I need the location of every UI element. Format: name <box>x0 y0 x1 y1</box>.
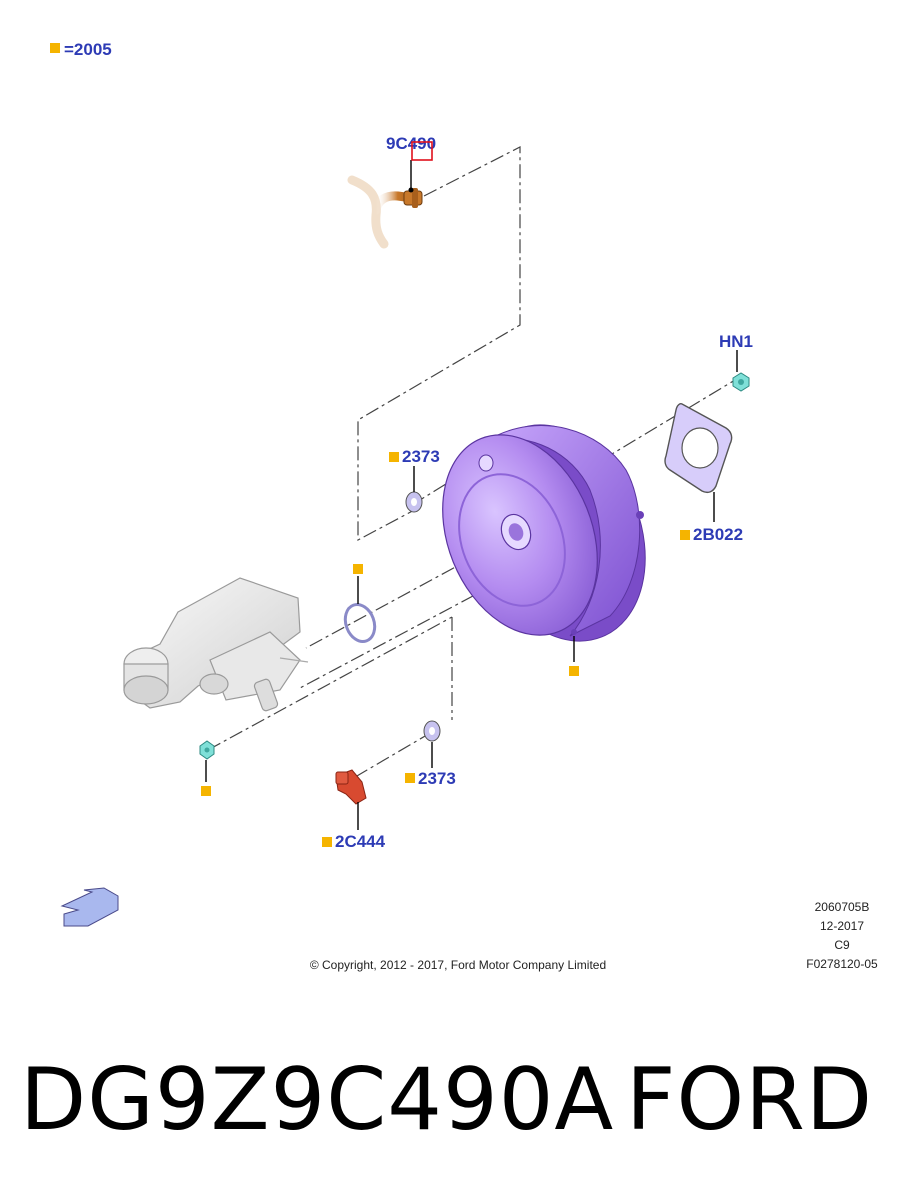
legend: =2005 <box>50 40 112 59</box>
marker-2c444 <box>322 837 332 847</box>
washer-lower-part[interactable] <box>423 720 441 742</box>
master-cylinder-part[interactable] <box>123 577 309 712</box>
drawing-figure: F0278120-05 <box>806 957 878 971</box>
drawing-ref: 2060705B <box>815 900 870 914</box>
gasket-part[interactable] <box>664 403 733 494</box>
callout-hn1[interactable]: HN1 <box>719 332 753 351</box>
nut-lower-part[interactable] <box>199 740 215 760</box>
nut-hn1-part[interactable] <box>732 372 750 392</box>
drawing-code: C9 <box>834 938 850 952</box>
front-direction-arrow-icon <box>60 887 119 927</box>
copyright-text: © Copyright, 2012 - 2017, Ford Motor Com… <box>310 958 606 972</box>
sensor-part[interactable] <box>335 769 367 805</box>
washer-upper-part[interactable] <box>405 491 423 513</box>
callout-9c490[interactable]: 9C490 <box>386 134 436 153</box>
callout-2b022[interactable]: 2B022 <box>693 525 743 544</box>
legend-text: =2005 <box>64 40 112 59</box>
leader-dot-9c490 <box>408 187 414 193</box>
callout-2c444[interactable]: 2C444 <box>335 832 386 851</box>
marker-o-ring <box>353 564 363 574</box>
o-ring-part[interactable] <box>340 600 379 645</box>
callout-2373-lower[interactable]: 2373 <box>418 769 456 788</box>
footer-caption: DG9Z9C490A FORD <box>0 1040 912 1170</box>
drawing-info: 2060705B 12-2017 C9 F0278120-05 <box>806 900 878 971</box>
highlight-box <box>411 141 433 161</box>
marker-booster <box>569 666 579 676</box>
callout-2373-upper[interactable]: 2373 <box>402 447 440 466</box>
brand-name: FORD <box>626 1050 874 1150</box>
part-number: DG9Z9C490A <box>20 1050 615 1150</box>
parts-diagram: =2005 9C490 2B022 <box>50 40 878 972</box>
marker-2373-lower <box>405 773 415 783</box>
marker-2373-upper <box>389 452 399 462</box>
marker-nut-lower <box>201 786 211 796</box>
vacuum-hose-part[interactable] <box>347 175 423 249</box>
brake-booster-part[interactable] <box>414 399 676 667</box>
marker-2b022 <box>680 530 690 540</box>
legend-marker <box>50 43 60 53</box>
drawing-date: 12-2017 <box>820 919 864 933</box>
